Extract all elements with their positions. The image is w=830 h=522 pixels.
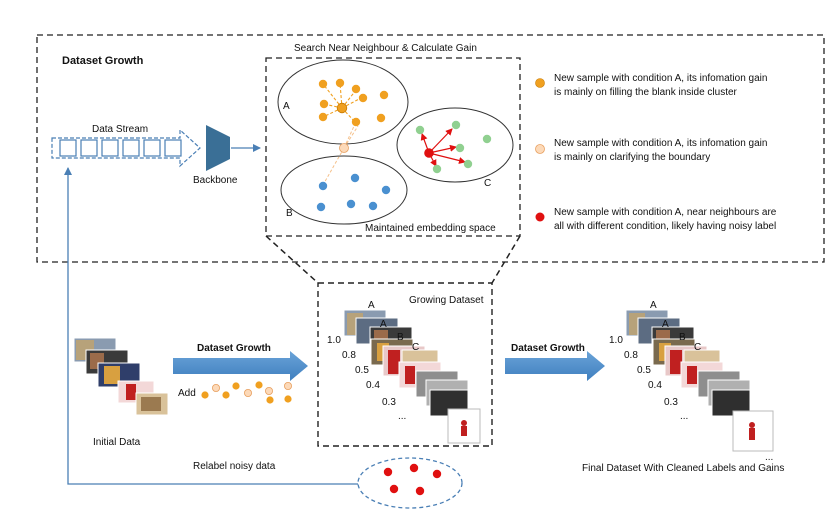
cluster-label-c: C [484, 178, 491, 189]
growth-arrow-2-label: Dataset Growth [511, 343, 585, 354]
final-gain-2: 0.8 [624, 350, 638, 361]
noisy-data-points [383, 463, 442, 496]
data-stream-label: Data Stream [92, 124, 148, 135]
backbone-label: Backbone [193, 175, 238, 186]
final-letter-2: A [662, 319, 669, 330]
legend-boundary-marker [535, 144, 545, 154]
growing-gain-1: 1.0 [327, 335, 341, 346]
growing-gain-4: 0.4 [366, 380, 380, 391]
final-gain-5: 0.3 [664, 397, 678, 408]
relabel-label: Relabel noisy data [193, 461, 276, 472]
growth-arrow-2 [505, 351, 605, 381]
new-sample-boundary-point [339, 143, 349, 153]
embedding-space-label: Maintained embedding space [365, 223, 496, 234]
add-label: Add [178, 388, 196, 399]
final-gain-1: 1.0 [609, 335, 623, 346]
initial-data-stack [73, 337, 169, 416]
final-gain-more: ... [765, 452, 773, 463]
final-gain-3: 0.5 [637, 365, 651, 376]
cluster-b-ellipse [280, 155, 408, 225]
final-dataset-label: Final Dataset With Cleaned Labels and Ga… [582, 463, 784, 474]
growing-letter-3: B [397, 332, 404, 343]
growing-letter-2: A [380, 319, 387, 330]
growing-gain-6: ... [398, 411, 406, 422]
boundary-links [322, 123, 359, 186]
new-sample-fill-point [336, 102, 348, 114]
growing-dataset-label: Growing Dataset [409, 295, 484, 306]
initial-data-label: Initial Data [93, 437, 141, 448]
data-stream-cells [59, 139, 182, 157]
cluster-label-a: A [283, 101, 290, 112]
legend-boundary-line2: is mainly on clarifying the boundary [554, 152, 710, 163]
embedding-space-box [265, 57, 521, 237]
cluster-label-b: B [286, 208, 293, 219]
added-samples [201, 381, 292, 404]
new-sample-noisy-point [424, 148, 434, 158]
final-gain-4: 0.4 [648, 380, 662, 391]
legend-noisy-marker [535, 212, 545, 222]
zoom-line-left [265, 235, 319, 284]
legend-boundary-line1: New sample with condition A, its infomat… [554, 138, 767, 149]
growing-gain-3: 0.5 [355, 365, 369, 376]
cluster-c-points [415, 120, 492, 174]
backbone-icon [206, 125, 230, 171]
dataset-growth-panel [36, 34, 825, 263]
cluster-b-points [316, 173, 391, 212]
growth-arrow-1 [173, 351, 308, 381]
cluster-c-ellipse [396, 107, 514, 183]
final-letter-4: C [694, 342, 701, 353]
growing-letter-1: A [368, 300, 375, 311]
legend-noisy-line1: New sample with condition A, near neighb… [554, 207, 777, 218]
legend: New sample with condition A, its infomat… [535, 73, 777, 232]
relabel-feedback-arrow [64, 167, 358, 485]
search-title: Search Near Neighbour & Calculate Gain [294, 43, 477, 54]
growing-letter-4: C [412, 342, 419, 353]
legend-fill-line2: is mainly on filling the blank inside cl… [554, 87, 738, 98]
final-gain-6: ... [680, 411, 688, 422]
final-letter-1: A [650, 300, 657, 311]
final-letter-3: B [679, 332, 686, 343]
noisy-data-ellipse [357, 457, 463, 509]
final-dataset-stack [625, 309, 774, 452]
panel-title: Dataset Growth [62, 55, 144, 67]
growing-dataset-stack [343, 309, 481, 444]
legend-fill-line1: New sample with condition A, its infomat… [554, 73, 767, 84]
growing-gain-5: 0.3 [382, 397, 396, 408]
legend-fill-marker [535, 78, 545, 88]
growing-gain-2: 0.8 [342, 350, 356, 361]
cluster-a-points [318, 78, 389, 127]
legend-noisy-line2: all with different condition, likely hav… [554, 221, 776, 232]
growth-arrow-1-label: Dataset Growth [197, 343, 271, 354]
zoom-line-right [491, 235, 521, 284]
